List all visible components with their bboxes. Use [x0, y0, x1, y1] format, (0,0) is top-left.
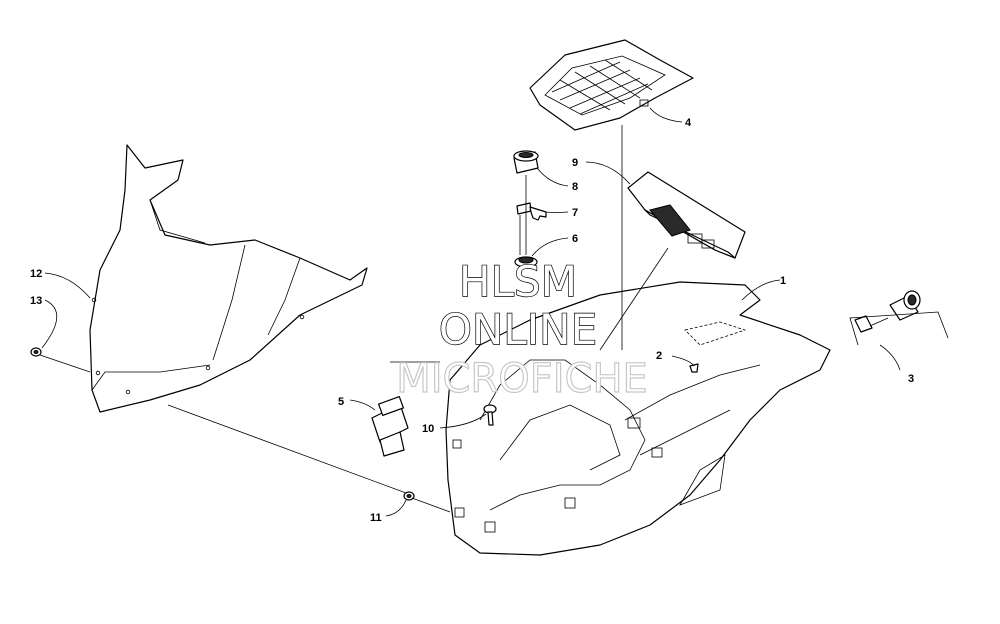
callout-6: 6 — [572, 233, 578, 245]
callout-9: 9 — [572, 157, 578, 169]
callout-12: 12 — [30, 268, 42, 280]
power-socket — [854, 290, 921, 333]
control-module — [627, 171, 746, 259]
callout-3: 3 — [908, 373, 914, 385]
fastener — [30, 347, 42, 357]
screw — [483, 404, 497, 426]
rivet — [689, 363, 699, 373]
callout-1: 1 — [780, 275, 786, 287]
mesh-vent — [529, 39, 694, 131]
hood-assembly — [445, 281, 831, 556]
callout-labels: 1 2 3 4 5 6 7 8 9 10 11 12 13 — [30, 117, 914, 524]
ignition-ring — [514, 256, 538, 268]
callout-11: 11 — [370, 512, 382, 524]
key — [516, 202, 547, 221]
callout-4: 4 — [685, 117, 692, 129]
callout-2: 2 — [656, 350, 662, 362]
watermark-line-2: ONLINE — [439, 305, 597, 354]
callout-5: 5 — [338, 396, 344, 408]
leader-lines — [39, 125, 949, 513]
callout-7: 7 — [572, 207, 578, 219]
callout-8: 8 — [572, 181, 578, 193]
watermark-line-3: MICROFICHE — [396, 356, 648, 402]
switch-knob — [371, 395, 409, 457]
callout-13: 13 — [30, 295, 42, 307]
windshield — [89, 144, 368, 413]
grommet — [403, 491, 415, 501]
watermark-line-1: HLSM — [459, 257, 577, 306]
ignition-cap — [513, 150, 539, 174]
callout-10: 10 — [422, 423, 434, 435]
watermark: HLSM ONLINE MICROFICHE — [396, 256, 649, 402]
callout-leaders — [41, 107, 901, 517]
